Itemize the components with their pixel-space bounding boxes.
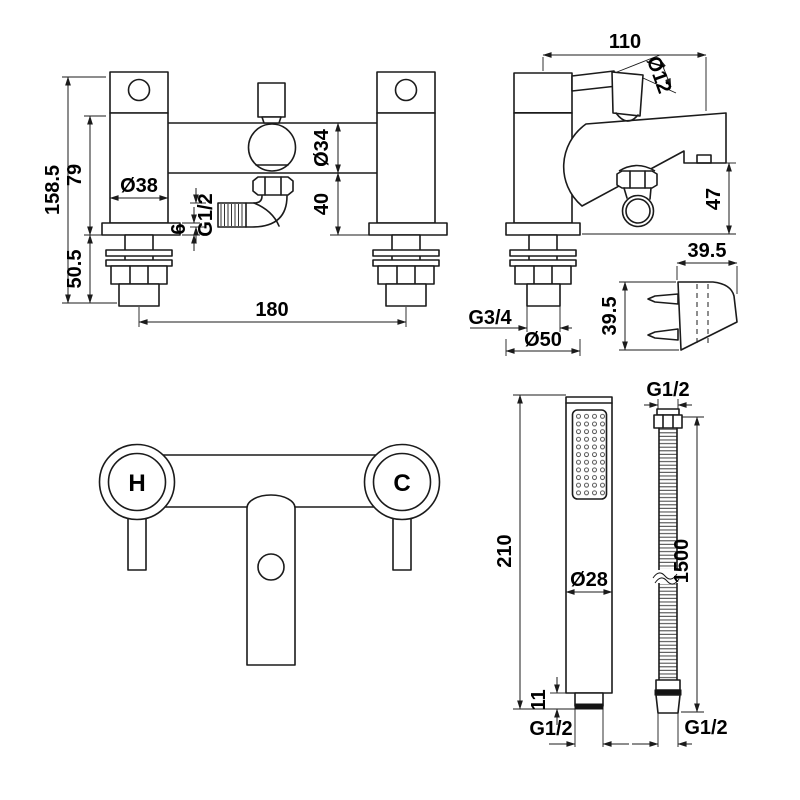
right-base-plate bbox=[368, 222, 448, 236]
cold-handle-top bbox=[363, 443, 441, 521]
bracket-pin-top bbox=[647, 293, 679, 305]
dim-total-height: 158.5 bbox=[42, 165, 64, 215]
handset-view: 210 11 Ø28 G1/2 bbox=[494, 394, 629, 747]
aerator bbox=[696, 154, 712, 164]
left-pillar-body bbox=[109, 112, 169, 224]
hose-bottom-cone bbox=[655, 694, 681, 714]
diverter-knob bbox=[257, 82, 286, 118]
hose-view: G1/2 1500 G1/2 bbox=[632, 379, 728, 747]
dim-body-height: 79 bbox=[64, 164, 86, 186]
wall-bracket-view: 39.5 39.5 bbox=[599, 240, 738, 351]
spout bbox=[562, 112, 727, 207]
dim-handset-length: 210 bbox=[494, 534, 516, 567]
left-handle-screw bbox=[127, 78, 151, 102]
left-pillar-cap bbox=[109, 71, 169, 114]
right-pillar-body bbox=[376, 112, 436, 224]
hose-break-symbol bbox=[652, 572, 678, 580]
hose-ribs-lower bbox=[659, 584, 677, 680]
lever-handle bbox=[571, 70, 644, 122]
dim-centres: 180 bbox=[255, 299, 288, 321]
side-outlet-elbow bbox=[616, 164, 658, 228]
side-base-plate bbox=[505, 222, 581, 236]
dim-connector-length: 11 bbox=[528, 689, 550, 710]
hot-handle-top bbox=[98, 443, 176, 521]
dim-bar-diameter: Ø34 bbox=[311, 128, 333, 167]
dim-handset-thread: G1/2 bbox=[529, 718, 572, 740]
right-pillar-cap bbox=[376, 71, 436, 114]
bracket-dimensions: 39.5 39.5 bbox=[599, 240, 738, 351]
right-handle-screw bbox=[394, 78, 418, 102]
side-shank bbox=[509, 234, 577, 307]
dim-flange-diameter: Ø50 bbox=[524, 329, 562, 351]
outlet-nut bbox=[252, 176, 294, 196]
diverter-pull bbox=[257, 553, 285, 581]
dim-handle-diameter: Ø12 bbox=[642, 53, 676, 96]
dim-spout-drop: 40 bbox=[311, 193, 333, 215]
bracket-pin-bottom bbox=[647, 328, 679, 341]
dim-outlet-thread: G1/2 bbox=[195, 193, 217, 236]
dim-hose-length: 1500 bbox=[671, 539, 693, 584]
front-view: 158.5 79 50.5 Ø38 6 G1/2 Ø34 bbox=[42, 71, 448, 327]
hose-ribs-upper bbox=[659, 428, 677, 569]
dim-hose-top-thread: G1/2 bbox=[646, 379, 689, 401]
dim-spout-height: 47 bbox=[703, 188, 725, 210]
dim-hose-bottom-thread: G1/2 bbox=[684, 717, 727, 739]
dim-handset-diameter: Ø28 bbox=[570, 569, 608, 591]
dim-bracket-width: 39.5 bbox=[688, 240, 727, 262]
shower-outlet-elbow bbox=[217, 195, 288, 228]
dim-body-diameter: Ø38 bbox=[120, 175, 158, 197]
left-shank bbox=[105, 234, 173, 307]
dim-inlet-thread: G3/4 bbox=[468, 307, 512, 329]
hose-dimensions: 1500 G1/2 bbox=[632, 416, 728, 747]
plan-view: H C bbox=[98, 443, 441, 666]
handset-dimensions: 210 11 Ø28 G1/2 bbox=[494, 394, 629, 747]
cold-label: C bbox=[393, 470, 410, 497]
dim-plate-thickness: 6 bbox=[168, 223, 190, 234]
hose-top-collar bbox=[656, 408, 680, 416]
dim-shank-length: 50.5 bbox=[64, 250, 86, 289]
side-pillar-cap bbox=[513, 72, 573, 114]
dim-projection: 110 bbox=[609, 31, 641, 53]
right-shank bbox=[372, 234, 440, 307]
hose-top-nut bbox=[653, 414, 683, 429]
hose-bottom-collar bbox=[655, 679, 681, 691]
front-dimensions: 158.5 79 50.5 Ø38 6 G1/2 Ø34 bbox=[42, 76, 407, 327]
hot-label: H bbox=[128, 470, 145, 497]
spray-nozzles bbox=[574, 412, 607, 497]
dim-bracket-height: 39.5 bbox=[599, 297, 621, 336]
side-view: 110 Ø12 47 G3/4 Ø50 bbox=[468, 31, 736, 356]
diverter-ball bbox=[247, 123, 297, 172]
